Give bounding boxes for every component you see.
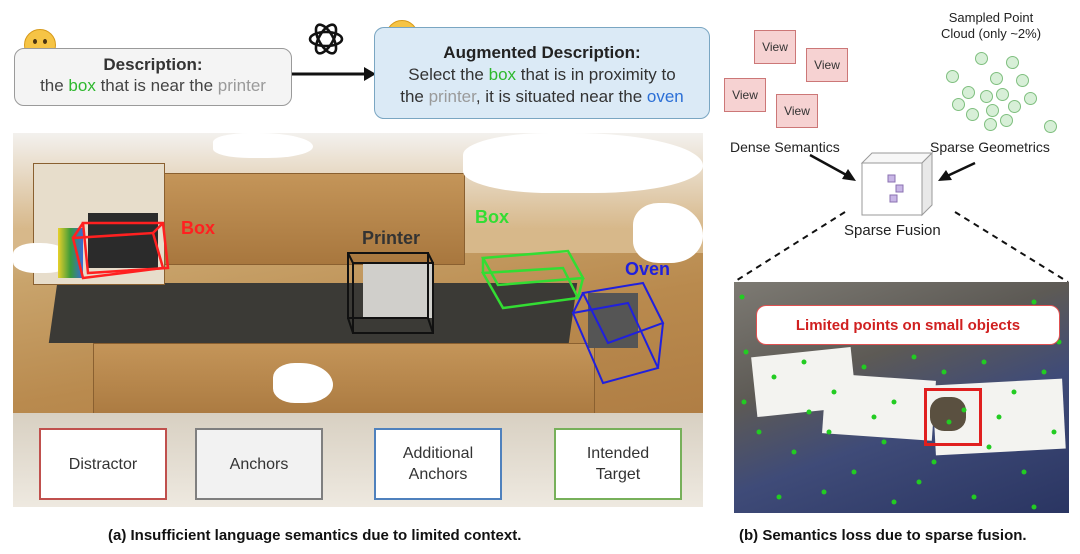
scene-lower-cabinet (93, 343, 595, 425)
sparse-geometrics-label: Sparse Geometrics (930, 139, 1050, 155)
arrow-right-icon (292, 67, 376, 81)
printer-label: Printer (362, 228, 421, 248)
augmented-description-box: Augmented Description: Select the box th… (374, 27, 710, 119)
scene-gap (213, 133, 313, 158)
scene-gap (633, 203, 703, 263)
photo-object (930, 397, 966, 431)
target-box-bbox (480, 249, 586, 310)
fusion-diagram (809, 151, 976, 217)
legend-distractor: Distractor (39, 428, 167, 500)
sparse-fusion-label: Sparse Fusion (844, 222, 941, 239)
distractor-box-label: Box (181, 218, 216, 238)
legend-anchors: Anchors (195, 428, 323, 500)
scene-gap (463, 133, 703, 193)
view-card: View (776, 94, 818, 128)
scene-equipment (58, 228, 83, 278)
view-card: View (754, 30, 796, 64)
arrow-to-fusion-right-icon (938, 161, 976, 181)
scene-upper-cabinet (153, 173, 465, 265)
view-card: View (806, 48, 848, 82)
limited-points-callout: Limited points on small objects (756, 305, 1060, 345)
oven-label: Oven (625, 259, 671, 279)
sampled-point-label: Sampled Point Cloud (only ~2%) (940, 10, 1042, 41)
scene-equipment (363, 263, 433, 318)
distractor-box-bbox (71, 221, 170, 280)
small-object-highlight (924, 388, 982, 446)
arrow-to-fusion-left-icon (809, 153, 856, 181)
dense-semantics-label: Dense Semantics (730, 139, 840, 155)
oven-bbox (571, 281, 665, 385)
scene-gap (273, 363, 333, 403)
caption-b: (b) Semantics loss due to sparse fusion. (739, 527, 1027, 544)
description-heading: Description: (103, 55, 203, 74)
zoom-lines (733, 211, 1069, 283)
caption-a: (a) Insufficient language semantics due … (108, 527, 522, 544)
description-text: the box that is near the printer (40, 76, 266, 95)
target-box-label: Box (475, 207, 510, 227)
openai-logo-icon (308, 23, 344, 55)
printer-bbox (347, 252, 434, 334)
fusion-cube-icon (860, 151, 934, 217)
augmented-line-2: the printer, it is situated near the ove… (400, 87, 684, 106)
augmented-line-1: Select the box that is in proximity to (408, 65, 676, 84)
view-card: View (724, 78, 766, 112)
legend-intended-target: Intended Target (554, 428, 682, 500)
bounding-boxes-overlay (71, 221, 665, 385)
description-box: Description: the box that is near the pr… (14, 48, 292, 106)
augmented-heading: Augmented Description: (443, 43, 641, 62)
legend-additional-anchors: Additional Anchors (374, 428, 502, 500)
